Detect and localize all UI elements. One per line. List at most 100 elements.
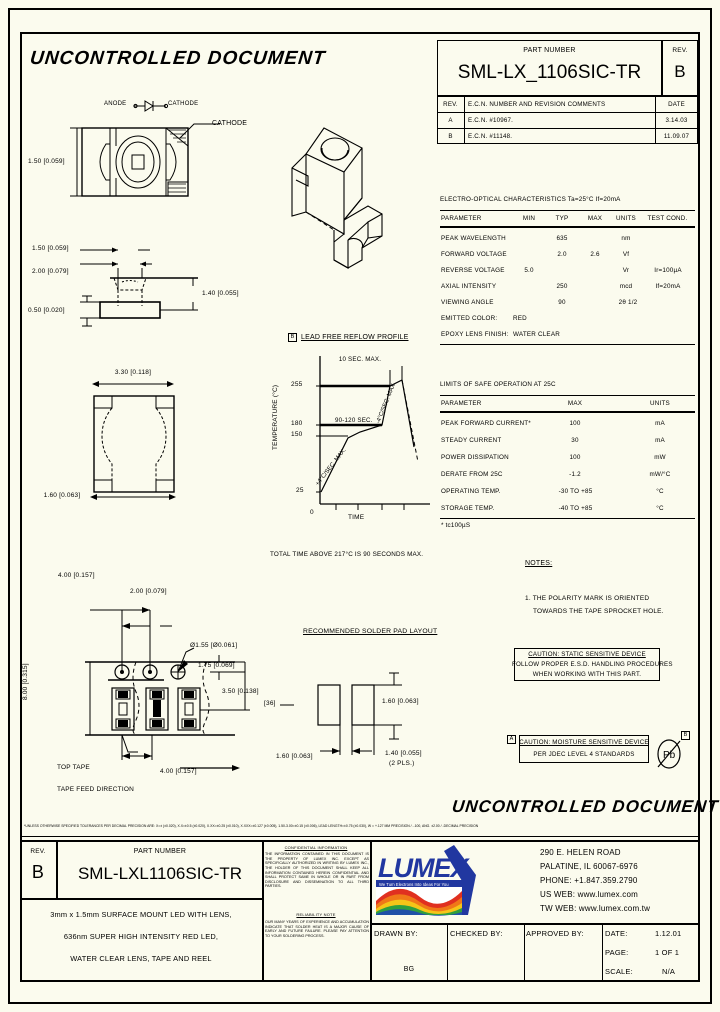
reflow-title: LEAD FREE REFLOW PROFILE — [301, 334, 409, 341]
limits-col-max: MAX — [567, 400, 583, 407]
approved-by-label: APPROVED BY: — [526, 929, 584, 938]
cathode-callout-leader — [179, 118, 220, 140]
tape-dim-350: 3.50 [0.138] — [222, 688, 259, 695]
side-view-dim-b: 2.00 [0.079] — [32, 268, 69, 275]
lumex-logo: LUMEX We Turn Electrons Into Ideas For Y… — [376, 845, 482, 917]
polarity-cathode-label: CATHODE — [168, 101, 199, 107]
date-value: 1.12.01 — [655, 929, 682, 938]
esd-caution-line2: WHEN WORKING WITH THIS PART. — [532, 671, 642, 678]
limits-col-parameter: PARAMETER — [441, 400, 482, 407]
checked-by-label: CHECKED BY: — [450, 929, 503, 938]
eo-col-min: MIN — [522, 215, 536, 222]
tolerance-rule — [20, 836, 700, 837]
moisture-marker-b: B — [683, 732, 688, 738]
tb-v6 — [602, 923, 603, 982]
tape-dim-400-bottom: 4.00 [0.157] — [160, 768, 197, 775]
limits-row-param-5: STORAGE TEMP. — [441, 505, 495, 512]
limits-row-max-1: 30 — [571, 437, 579, 444]
eo-row-param-1: FORWARD VOLTAGE — [441, 251, 507, 258]
eo-row-param-5: EMITTED COLOR: — [441, 315, 498, 322]
limits-row-units-5: °C — [656, 505, 664, 512]
led-package-3d — [282, 120, 397, 295]
tb-v1 — [56, 840, 58, 898]
eo-row-units-1: Vf — [622, 251, 630, 258]
reflow-ytick-1: 180 — [291, 420, 303, 427]
moisture-caution-title: CAUTION: MOISTURE SENSITIVE DEVICE — [519, 739, 649, 746]
pad-layout-dim-right-h: 1.60 [0.063] — [382, 698, 419, 705]
bottom-view-lower-dim — [88, 490, 178, 504]
pad-layout-dim-partial: [36] — [264, 700, 276, 707]
limits-head-rule-top — [440, 395, 695, 396]
eo-row-units-4: 2θ 1/2 — [618, 299, 638, 306]
eo-row-typ-3: 250 — [556, 283, 568, 290]
eo-row-cond-2: Ir=100µA — [654, 267, 682, 274]
eo-head-rule-top — [440, 210, 695, 211]
reliability-title: RELIABILITY NOTE — [296, 912, 336, 917]
rev-value: B — [674, 62, 686, 81]
moisture-marker-b-box — [681, 731, 690, 740]
ecn-col-rev: REV. — [443, 101, 458, 108]
limits-row-param-3: DERATE FROM 25C — [441, 471, 503, 478]
eo-col-typ: TYP — [555, 215, 569, 222]
eo-row-typ-0: 635 — [556, 235, 568, 242]
limits-row-param-1: STEADY CURRENT — [441, 437, 502, 444]
pad-layout-dim-right-w: 1.40 [0.055] — [385, 750, 422, 757]
company-phone: PHONE: +1.847.359.2790 — [540, 876, 638, 885]
limits-head-rule-bottom — [440, 411, 695, 413]
reflow-ytick-0: 255 — [291, 381, 303, 388]
eo-bottom-rule — [440, 344, 695, 345]
eo-table-title: ELECTRO-OPTICAL CHARACTERISTICS Ta=25°C … — [440, 196, 621, 203]
eo-row-units-3: mcd — [619, 283, 633, 290]
rev-label: REV. — [672, 47, 688, 54]
eo-row-units-2: Vr — [622, 267, 630, 274]
eo-col-parameter: PARAMETER — [441, 215, 482, 222]
limits-row-max-3: -1.2 — [569, 471, 581, 478]
drawn-by-label: DRAWN BY: — [374, 929, 418, 938]
ecn-h1 — [437, 112, 698, 113]
company-address2: PALATINE, IL 60067-6976 — [540, 862, 638, 871]
svg-text:We Turn Electrons Into Ideas F: We Turn Electrons Into Ideas For You — [379, 882, 449, 887]
ecn-row-date-1: 11.09.07 — [663, 133, 690, 140]
pad-layout-drawing — [280, 655, 430, 770]
limits-row-param-0: PEAK FORWARD CURRENT* — [441, 420, 531, 427]
reflow-chart: +4°C/SEC. MAX. -4°C/SEC. MAX. — [300, 352, 435, 537]
limits-row-max-4: -30 TO +85 — [558, 488, 593, 495]
pb-free-icon: Pb — [655, 736, 685, 770]
title-block-rev-label: REV. — [30, 848, 46, 855]
eo-row-param-3: AXIAL INTENSITY — [441, 283, 497, 290]
part-number-value: SML-LX_1106SIC-TR — [457, 62, 642, 83]
side-view-dim-a: 1.50 [0.059] — [32, 245, 69, 252]
pad-layout-dim-places: (2 PLS.) — [389, 760, 415, 767]
tape-dim-hole: Ø1.55 [Ø0.061] — [190, 642, 238, 649]
page-value: 1 OF 1 — [655, 948, 680, 957]
led-top-view — [80, 126, 190, 198]
ecn-h2 — [437, 128, 698, 129]
scale-label: SCALE: — [605, 967, 633, 976]
tb-v5 — [524, 923, 525, 982]
moisture-caution-box — [519, 735, 649, 763]
esd-caution-box — [514, 648, 660, 681]
eo-row-param-0: PEAK WAVELENGTH — [441, 235, 506, 242]
tape-dim-800: 8.00 [0.315] — [22, 663, 29, 700]
limits-row-units-4: °C — [656, 488, 664, 495]
tb-v3 — [370, 840, 372, 982]
eo-head-rule-bottom — [440, 226, 695, 228]
side-view-dim-d: 1.40 [0.055] — [202, 290, 239, 297]
reflow-ylabel: TEMPERATURE (°C) — [272, 384, 279, 450]
tape-top-tape-label: TOP TAPE — [57, 764, 90, 771]
ecn-table — [437, 96, 698, 144]
tape-dim-200: 2.00 [0.079] — [130, 588, 167, 595]
part-number-header-box — [437, 40, 662, 96]
limits-row-param-2: POWER DISSIPATION — [441, 454, 509, 461]
tape-drawing — [60, 600, 260, 771]
reflow-ytick-2: 150 — [291, 431, 303, 438]
tolerance-note: *UNLESS OTHERWISE SPECIFIED TOLERANCES P… — [24, 824, 479, 828]
ecn-row-comment-1: E.C.N. #11148. — [468, 133, 513, 140]
eo-row-max-1: 2.6 — [590, 251, 600, 258]
limits-col-units: UNITS — [650, 400, 670, 407]
notes-title: NOTES: — [525, 560, 553, 567]
eo-row-cond-3: If=20mA — [655, 283, 681, 290]
diode-symbol — [133, 99, 169, 113]
eo-row-typ-1: 2.0 — [557, 251, 567, 258]
eo-col-cond: TEST COND. — [647, 215, 688, 222]
